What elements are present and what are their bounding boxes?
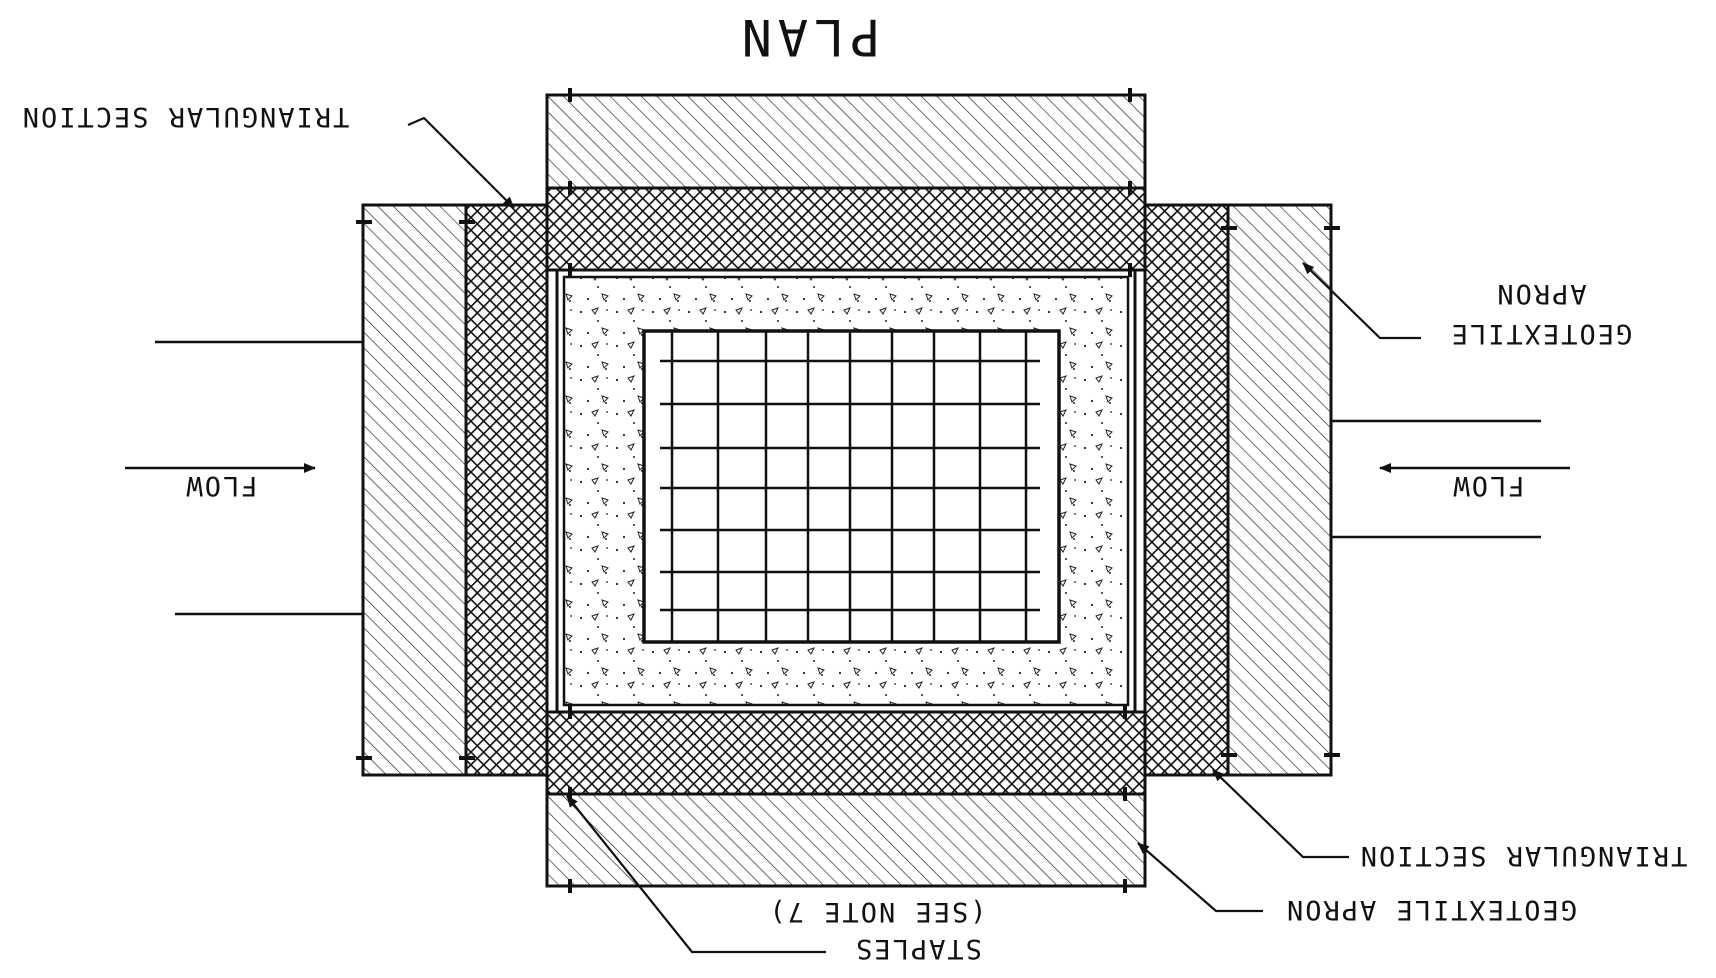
leader-geotextile-apron-bottom [1137,842,1263,913]
leader-triangular-section-bottom [1212,769,1349,859]
label-staples: STAPLES [854,933,982,964]
triangular-section-bottom [545,710,1147,796]
grate-outline [642,329,1061,644]
label-triangular-section-top: TRIANGULAR SECTION [21,101,350,132]
triangular-section-right [1143,203,1230,777]
label-geotextile-apron-bottom: GEOTEXTILE APRON [1285,894,1577,925]
triangular-section-left [464,203,549,777]
label-flow-left: FLOW [184,470,257,501]
leader-triangular-section-top [407,116,515,209]
label-triangular-section-bottom: TRIANGULAR SECTION [1359,840,1688,871]
label-flow-right: FLOW [1451,470,1524,501]
geotextile-apron-group [361,93,1333,888]
geotextile-apron-left [361,203,468,777]
inlet-grate [642,329,1061,644]
triangular-section-group [464,186,1230,796]
plan-title: PLAN [736,8,880,66]
label-geotextile-apron-right-line2: APRON [1495,278,1586,309]
label-geotextile-apron-right-line1: GEOTEXTILE [1450,318,1633,349]
geotextile-apron-top [545,93,1147,190]
label-staples-note: (SEE NOTE 7) [767,896,986,927]
swale-lines [155,340,1541,616]
leader-geotextile-apron-right [1302,262,1421,340]
leader-staples [566,795,826,954]
geotextile-apron-bottom [545,792,1147,888]
geotextile-apron-right [1226,203,1333,777]
triangular-section-top [545,186,1147,272]
